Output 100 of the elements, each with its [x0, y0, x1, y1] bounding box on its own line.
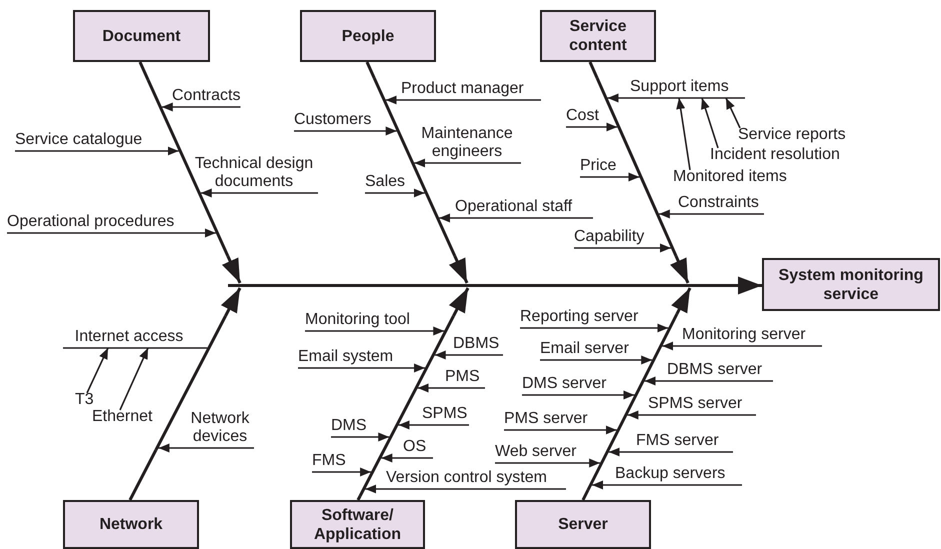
category-box: Network: [63, 500, 199, 549]
arrow: [662, 342, 822, 350]
arrow: [627, 410, 756, 420]
arrow: [305, 326, 444, 336]
bone-segment: [128, 449, 158, 501]
cause-label: Monitoring server: [682, 326, 822, 344]
arrow: [522, 390, 634, 400]
arrow: [434, 350, 503, 360]
branch-line: [63, 347, 208, 349]
arrow: [726, 276, 762, 294]
arrow: [298, 364, 426, 372]
sub-cause-label: Monitored items: [673, 168, 787, 186]
cause-label: Maintenance engineers: [413, 125, 521, 161]
cause-label: Price: [580, 157, 616, 175]
cause-label: Support items: [630, 78, 745, 96]
cause-label: Technical design documents: [190, 155, 318, 191]
arrow: [448, 255, 468, 284]
arrow: [365, 188, 425, 198]
category-box: Software/ Application: [290, 500, 425, 549]
sub-cause-label: T3: [75, 391, 94, 409]
cause-label: Network devices: [186, 410, 254, 446]
cause-label: Sales: [365, 173, 406, 191]
arrow: [7, 228, 216, 238]
arrow: [398, 420, 469, 430]
cause-label: Reporting server: [520, 308, 638, 326]
arrow: [592, 480, 742, 490]
arrow: [294, 126, 397, 136]
cause-label: Constraints: [678, 194, 764, 212]
arrow: [381, 454, 433, 462]
arrow: [418, 384, 485, 392]
arrow: [495, 458, 600, 468]
cause-label: DMS server: [522, 375, 606, 393]
cause-label: Email system: [298, 348, 394, 366]
arrow: [386, 96, 541, 104]
cause-label: FMS server: [636, 432, 733, 450]
cause-label: Operational staff: [455, 198, 593, 216]
category-box: Service content: [540, 10, 656, 62]
arrow: [658, 210, 764, 218]
arrow: [158, 444, 254, 452]
arrow: [644, 376, 773, 386]
arrow: [580, 172, 640, 182]
arrow: [220, 287, 242, 317]
bone-segment: [356, 495, 362, 501]
arrow: [119, 348, 149, 410]
arrow: [365, 484, 566, 494]
effect-box: System monitoring service: [762, 258, 940, 311]
bone-segment: [138, 61, 150, 81]
arrow: [671, 287, 692, 315]
cause-label: Monitoring tool: [305, 311, 410, 329]
arrow: [200, 188, 318, 198]
cause-label: Capability: [574, 228, 644, 246]
category-box: People: [300, 10, 436, 62]
cause-label: Contracts: [172, 87, 240, 105]
cause-label: SPMS: [422, 405, 469, 423]
cause-label: Email server: [540, 340, 629, 358]
bone-segment: [582, 489, 590, 501]
category-box: Document: [73, 10, 210, 62]
arrow: [15, 146, 179, 156]
arrow: [414, 158, 521, 168]
cause-label: FMS: [312, 452, 346, 470]
cause-label: Service catalogue: [15, 131, 142, 149]
cause-label: Web server: [495, 443, 577, 461]
arrow: [607, 94, 745, 102]
cause-label: PMS: [445, 368, 485, 386]
cause-label: Internet access: [63, 328, 195, 346]
arrow: [670, 255, 690, 284]
cause-label: DMS: [331, 417, 367, 435]
arrow: [448, 287, 470, 317]
bone-segment: [366, 61, 376, 79]
arrow: [574, 244, 671, 252]
arrow: [540, 356, 652, 364]
arrow: [86, 348, 109, 394]
cause-label: SPMS server: [648, 395, 756, 413]
arrow: [439, 214, 593, 222]
cause-label: PMS server: [504, 410, 588, 428]
bone-segment: [588, 61, 598, 79]
spine-line: [228, 284, 726, 287]
arrow: [566, 122, 618, 132]
arrow: [312, 468, 372, 476]
sub-cause-label: Service reports: [738, 126, 846, 144]
cause-label: Version control system: [386, 469, 566, 487]
arrow: [222, 255, 242, 284]
arrow: [676, 98, 691, 170]
cause-label: DBMS server: [667, 361, 773, 379]
sub-cause-label: Ethernet: [92, 408, 152, 426]
cause-label: Customers: [294, 111, 372, 129]
arrow: [520, 324, 668, 332]
cause-label: Operational procedures: [7, 213, 174, 231]
arrow: [331, 432, 390, 442]
cause-label: DBMS: [453, 335, 503, 353]
cause-label: Cost: [566, 107, 599, 125]
sub-cause-label: Incident resolution: [710, 146, 840, 164]
cause-label: OS: [403, 438, 433, 456]
category-box: Server: [515, 500, 651, 549]
arrow: [608, 448, 733, 456]
cause-label: Product manager: [401, 80, 541, 98]
arrow: [162, 102, 240, 112]
arrow: [725, 98, 741, 128]
arrow: [701, 98, 719, 148]
arrow: [504, 426, 617, 434]
